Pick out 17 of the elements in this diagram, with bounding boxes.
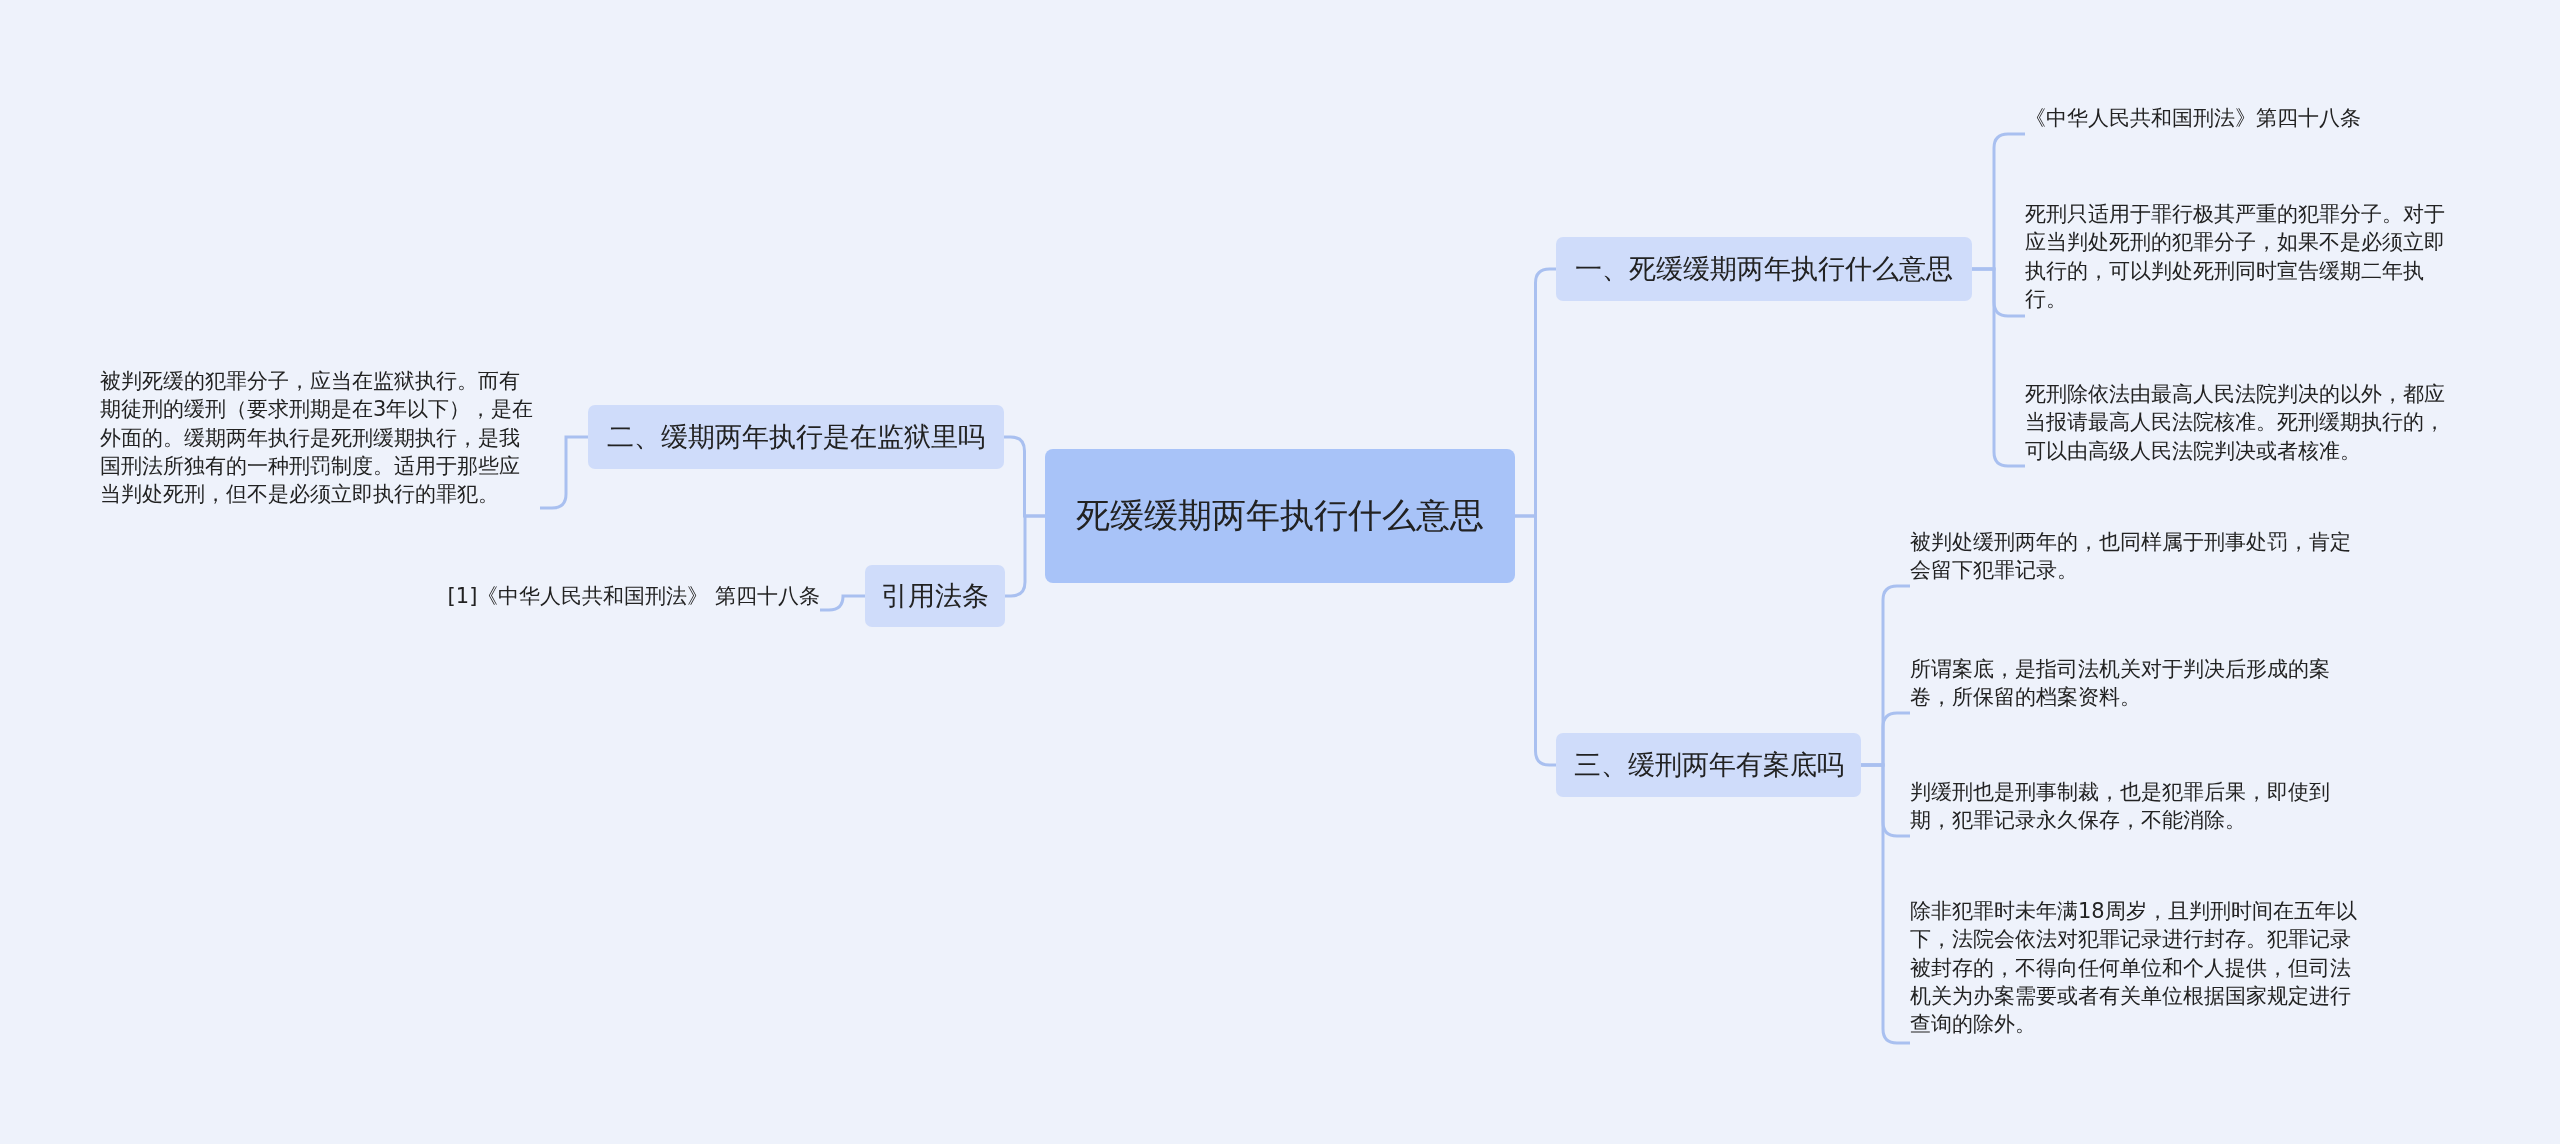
topic-text: [1]《中华人民共和国刑法》 第四十八条 [430,582,820,612]
topic-text: 被判死缓的犯罪分子，应当在监狱执行。而有期徒刑的缓刑（要求刑期是在3年以下），是在外面的。缓期两年执行是死刑缓期执行，是我国刑法所独有的一种刑罚制度。适用于那些应当判处死刑，但不是必须立即执行的罪犯。 [100,367,540,512]
topic-box: 一、死缓缓期两年执行什么意思 [1556,237,1972,301]
connector-line [820,594,865,612]
topic-text: 《中华人民共和国刑法》第四十八条 [2025,104,2445,136]
connector-line [1005,514,1045,598]
topic-text: 所谓案底，是指司法机关对于判决后形成的案卷，所保留的档案资料。 [1910,655,2360,717]
central-topic-box: 死缓缓期两年执行什么意思 [1045,449,1515,583]
topic-text: 死刑只适用于罪行极其严重的犯罪分子。对于应当判处死刑的犯罪分子，如果不是必须立即执行的，可以判处死刑同时宣告缓期二年执行。 [2025,200,2465,320]
connector-line [1515,514,1556,767]
topic-box: 三、缓刑两年有案底吗 [1556,733,1861,797]
topic-box: 引用法条 [865,565,1005,627]
topic-text: 除非犯罪时未年满18周岁，且判刑时间在五年以下，法院会依法对犯罪记录进行封存。犯罪记录被封存的，不得向任何单位和个人提供，但司法机关为办案需要或者有关单位根据国家规定进行查询的除外。 [1910,897,2360,1047]
topic-text: 死刑除依法由最高人民法院判决的以外，都应当报请最高人民法院核准。死刑缓期执行的，可以由高级人民法院判决或者核准。 [2025,380,2465,470]
topic-text: 判缓刑也是刑事制裁，也是犯罪后果，即使到期，犯罪记录永久保存，不能消除。 [1910,778,2360,840]
topic-box: 二、缓期两年执行是在监狱里吗 [588,405,1004,469]
topic-text: 被判处缓刑两年的，也同样属于刑事处罚，肯定会留下犯罪记录。 [1910,528,2360,590]
